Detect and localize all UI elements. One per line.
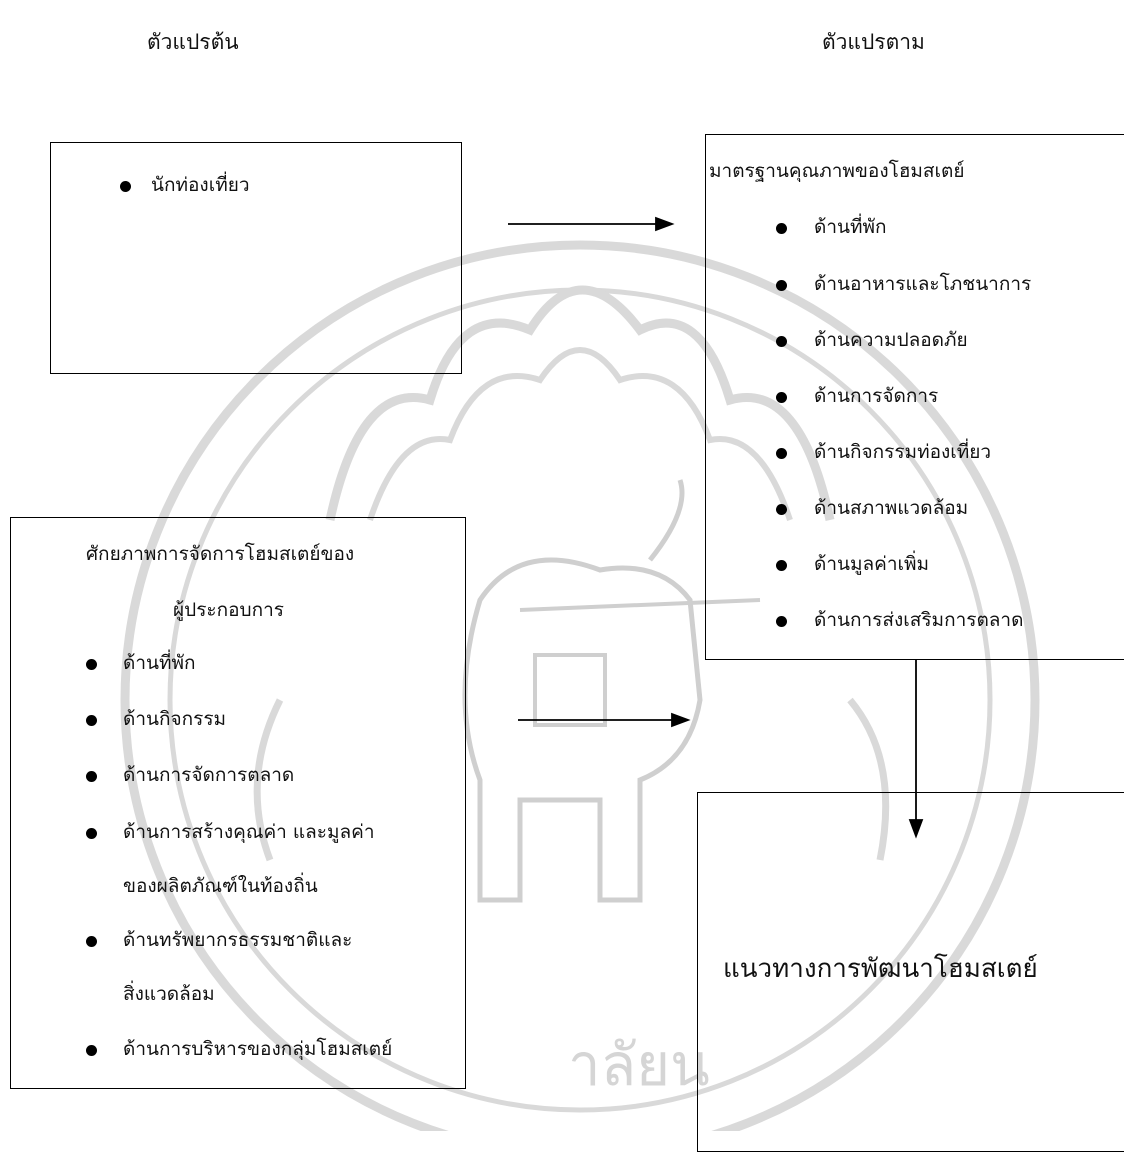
- bullet-icon: [86, 936, 97, 947]
- bullet-icon: [86, 1045, 97, 1056]
- potential-item: ด้านการจัดการตลาด: [123, 764, 295, 786]
- potential-item-continued: สิ่งแวดล้อม: [123, 983, 215, 1005]
- potential-title-line1: ศักยภาพการจัดการโฮมสเตย์ของ: [86, 543, 355, 565]
- bullet-icon: [776, 280, 787, 291]
- potential-item: ด้านการสร้างคุณค่า และมูลค่า: [123, 821, 375, 843]
- standard-item: ด้านความปลอดภัย: [814, 329, 968, 351]
- bullet-icon: [776, 223, 787, 234]
- bullet-icon: [120, 181, 131, 192]
- operator-potential-box: ศักยภาพการจัดการโฮมสเตย์ของ ผู้ประกอบการ…: [10, 517, 466, 1089]
- bullet-icon: [86, 828, 97, 839]
- bullet-icon: [776, 392, 787, 403]
- potential-item: ด้านกิจกรรม: [123, 708, 227, 730]
- bullet-icon: [86, 771, 97, 782]
- potential-item: ด้านที่พัก: [123, 652, 196, 674]
- quality-standard-box: มาตรฐานคุณภาพของโฮมสเตย์ ด้านที่พัก ด้าน…: [705, 134, 1124, 660]
- bullet-icon: [776, 504, 787, 515]
- independent-variable-heading: ตัวแปรต้น: [147, 30, 239, 54]
- quality-standard-title: มาตรฐานคุณภาพของโฮมสเตย์: [709, 160, 965, 182]
- development-guideline-label: แนวทางการพัฒนาโฮมสเตย์: [723, 954, 1038, 984]
- potential-item-continued: ของผลิตภัณฑ์ในท้องถิ่น: [123, 875, 318, 897]
- potential-title-line2: ผู้ประกอบการ: [173, 599, 284, 621]
- bullet-icon: [776, 616, 787, 627]
- bullet-icon: [776, 448, 787, 459]
- standard-item: ด้านอาหารและโภชนาการ: [814, 273, 1032, 295]
- standard-item: ด้านมูลค่าเพิ่ม: [814, 553, 930, 575]
- dependent-variable-heading: ตัวแปรตาม: [822, 30, 925, 54]
- bullet-icon: [776, 336, 787, 347]
- potential-item: ด้านการบริหารของกลุ่มโฮมสเตย์: [123, 1038, 393, 1060]
- standard-item: ด้านการจัดการ: [814, 385, 939, 407]
- standard-item: ด้านการส่งเสริมการตลาด: [814, 609, 1024, 631]
- tourist-item: นักท่องเที่ยว: [151, 174, 250, 196]
- tourist-box: นักท่องเที่ยว: [50, 142, 462, 374]
- bullet-icon: [86, 715, 97, 726]
- standard-item: ด้านกิจกรรมท่องเที่ยว: [814, 441, 992, 463]
- development-guideline-box: แนวทางการพัฒนาโฮมสเตย์: [697, 792, 1124, 1152]
- bullet-icon: [86, 659, 97, 670]
- watermark-text: าลัยน: [568, 1031, 710, 1099]
- bullet-icon: [776, 560, 787, 571]
- standard-item: ด้านสภาพแวดล้อม: [814, 497, 969, 519]
- standard-item: ด้านที่พัก: [814, 216, 887, 238]
- potential-item: ด้านทรัพยากรธรรมชาติและ: [123, 929, 353, 951]
